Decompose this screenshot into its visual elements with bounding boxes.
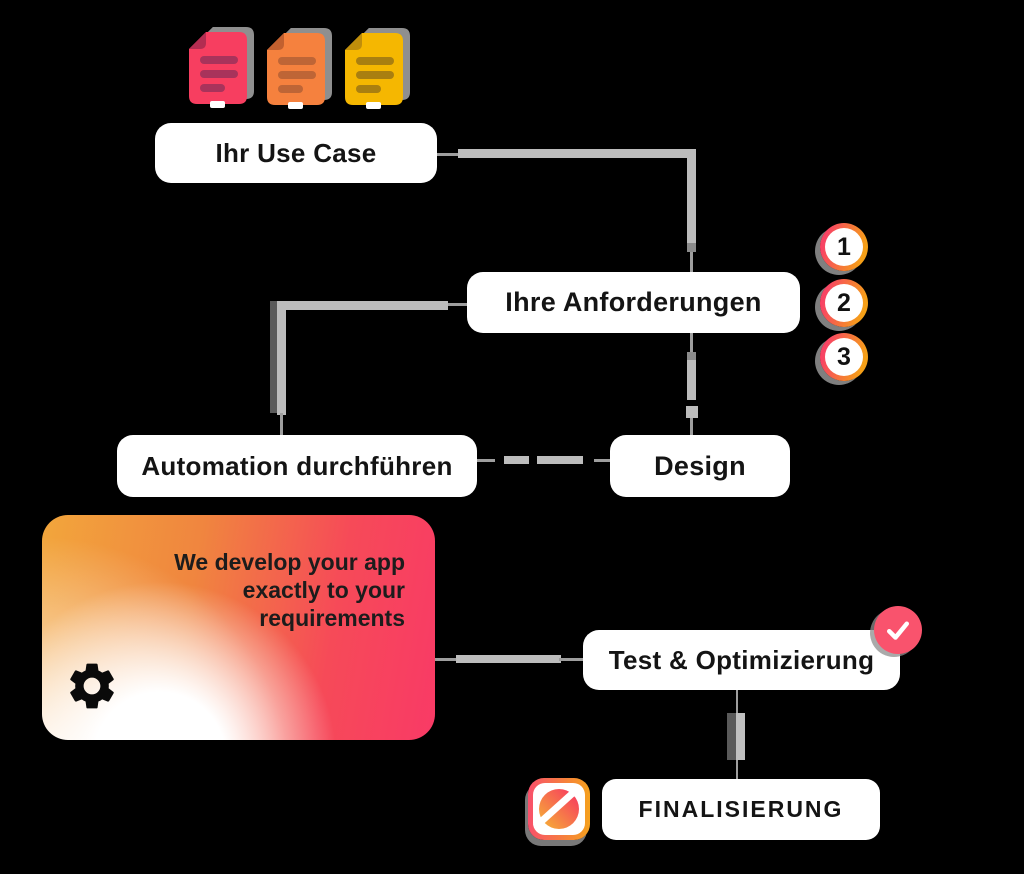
check-badge (874, 606, 922, 654)
connector-anford-design-thick (687, 352, 696, 400)
connector-anford-design-thin-top (690, 333, 693, 355)
development-card: We develop your app exactly to your requ… (42, 515, 435, 740)
document-icon-orange (266, 32, 326, 115)
document-icon-pink (188, 31, 248, 114)
connector-usecase-vertical (687, 149, 696, 249)
dashed-connector-dash-1 (504, 456, 529, 464)
node-use-case-label: Ihr Use Case (215, 137, 377, 168)
step-badge-1: 1 (820, 223, 868, 271)
logo-plate (533, 783, 585, 835)
step-badge-3: 3 (820, 333, 868, 381)
dashed-connector-dash-2 (537, 456, 583, 464)
connector-into-automation (280, 413, 283, 436)
connector-usecase-thin (437, 153, 462, 156)
check-icon (887, 621, 909, 640)
connector-anford-automation-vertical (277, 301, 286, 415)
connector-card-test-thin-right (559, 658, 583, 661)
development-card-text: We develop your app exactly to your requ… (174, 549, 405, 631)
step-3-number: 3 (837, 342, 851, 371)
dashed-connector-stub-left (477, 459, 495, 462)
node-anforderungen: Ihre Anforderungen (467, 272, 800, 333)
connector-anford-design-shadow (687, 352, 696, 360)
connector-anford-design-thin-bottom (690, 418, 693, 436)
node-test-label: Test & Optimizierung (608, 644, 875, 675)
connector-into-anforderungen (690, 252, 693, 273)
connector-test-final-shadow (727, 713, 736, 760)
step-badge-2: 2 (820, 279, 868, 327)
node-use-case: Ihr Use Case (155, 123, 437, 183)
document-icon-yellow (344, 32, 404, 115)
connector-anford-automation-thin (446, 303, 467, 306)
step-2-number: 2 (837, 288, 851, 317)
connector-anford-automation-horizontal (278, 301, 448, 310)
node-design: Design (610, 435, 790, 497)
node-test-optimizierung: Test & Optimizierung (583, 630, 900, 690)
connector-usecase-horizontal (458, 149, 696, 158)
node-finalisierung: FINALISIERUNG (602, 779, 880, 840)
node-automation: Automation durchführen (117, 435, 477, 497)
slashed-circle-app-logo (528, 778, 590, 840)
connector-card-test-thin-left (435, 658, 458, 661)
node-automation-label: Automation durchführen (141, 450, 453, 481)
dashed-connector-stub-right (594, 459, 610, 462)
node-finalisierung-label: FINALISIERUNG (638, 796, 844, 822)
connector-anford-design-arrowhead (686, 406, 698, 418)
step-1-number: 1 (837, 232, 851, 261)
connector-card-test-thick (456, 655, 561, 663)
connector-usecase-tip (687, 243, 696, 252)
gear-icon (64, 658, 120, 719)
node-anforderungen-label: Ihre Anforderungen (505, 287, 762, 317)
node-design-label: Design (654, 450, 746, 481)
connector-anford-automation-shadow (270, 301, 277, 413)
connector-test-final-thick (736, 713, 745, 760)
